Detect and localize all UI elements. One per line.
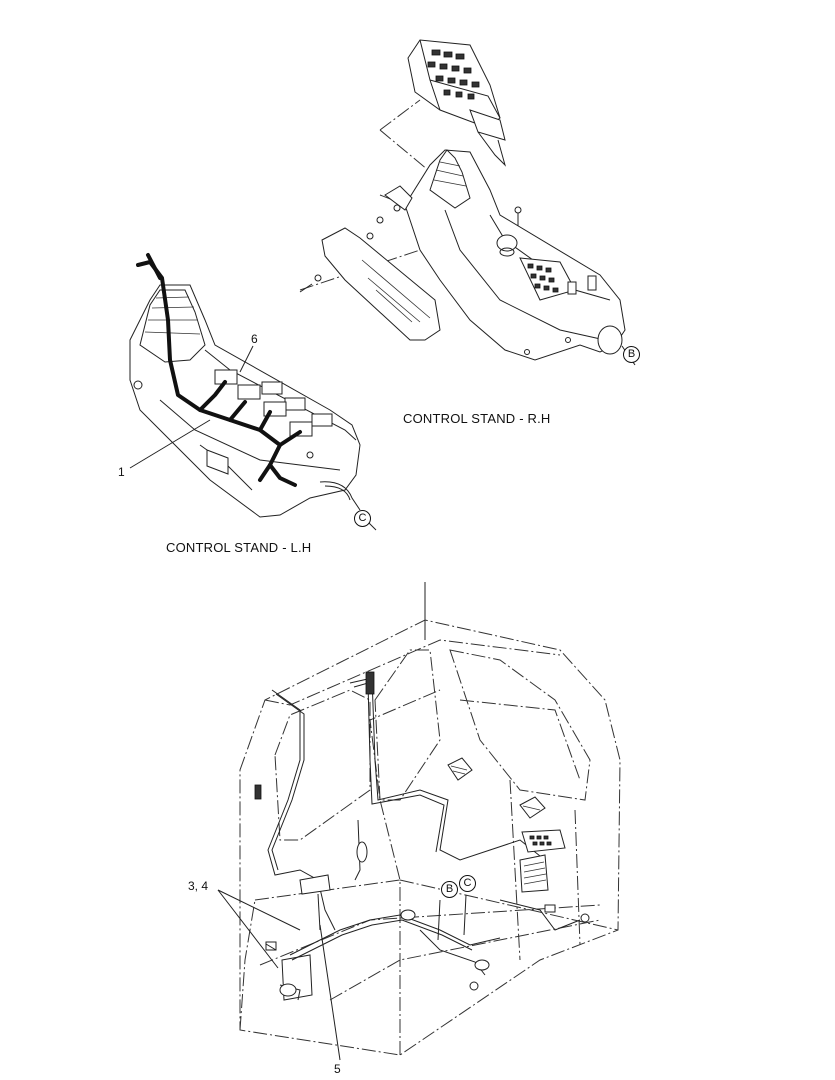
rh-control-stand	[299, 39, 636, 366]
callout-item-1: 1	[118, 465, 125, 479]
lh-view-title: CONTROL STAND - L.H	[166, 540, 312, 555]
rh-view-title: CONTROL STAND - R.H	[403, 411, 551, 426]
callout-item-5: 5	[334, 1062, 341, 1076]
cab-assembly	[217, 582, 621, 1061]
callout-item-3-4: 3, 4	[188, 879, 209, 893]
lh-control-stand	[129, 253, 377, 531]
ref-c-cab: C	[459, 875, 476, 892]
ref-c-lh: C	[354, 510, 371, 527]
ref-b-cab: B	[441, 881, 458, 898]
ref-b-rh: B	[623, 346, 640, 363]
callout-item-6: 6	[251, 332, 258, 346]
